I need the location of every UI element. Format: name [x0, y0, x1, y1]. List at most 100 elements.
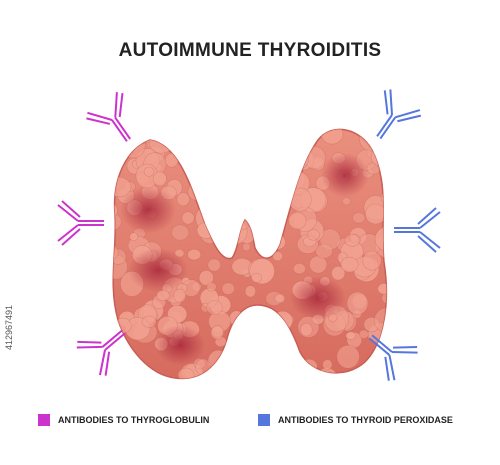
antibody-thyroglobulin-3 [76, 329, 126, 376]
follicle [362, 250, 382, 271]
follicle [233, 345, 245, 356]
follicle [242, 242, 251, 252]
legend-item-peroxidase: ANTIBODIES TO THYROID PEROXIDASE [258, 414, 453, 426]
follicle [344, 234, 361, 247]
follicle [252, 136, 270, 151]
follicle [187, 183, 206, 201]
follicle [285, 364, 296, 375]
follicle [246, 132, 262, 146]
follicle [171, 224, 190, 241]
follicle [181, 211, 195, 225]
follicle [113, 176, 132, 197]
follicle [241, 136, 256, 150]
follicle [244, 285, 256, 298]
follicle [145, 372, 156, 379]
follicle [217, 199, 238, 220]
follicle [248, 377, 257, 379]
follicle [113, 156, 122, 170]
follicle [374, 226, 387, 252]
legend-swatch-magenta [38, 414, 50, 426]
follicle [345, 331, 356, 340]
follicle [207, 258, 221, 272]
follicle [198, 270, 214, 286]
follicle [290, 144, 299, 154]
follicle [207, 145, 226, 161]
antibody-peroxidase-2 [394, 207, 441, 253]
follicle [264, 173, 275, 182]
follicle [238, 333, 251, 344]
follicle [341, 197, 351, 206]
stock-id-watermark: 412967491 [4, 304, 14, 350]
follicle [290, 359, 302, 369]
follicle [346, 291, 369, 315]
follicle [113, 212, 122, 231]
follicle [217, 149, 237, 169]
follicle [370, 147, 387, 166]
antibody-peroxidase-3 [368, 334, 418, 381]
follicle [114, 317, 132, 334]
follicle [186, 156, 198, 167]
follicle [300, 323, 313, 337]
follicle [195, 358, 211, 376]
follicle [206, 300, 223, 315]
follicle [381, 292, 387, 304]
follicle [221, 282, 235, 295]
follicle [200, 173, 216, 188]
follicle [300, 358, 318, 374]
follicle [258, 129, 273, 143]
follicle [352, 212, 366, 224]
legend-label: ANTIBODIES TO THYROGLOBULIN [58, 415, 210, 425]
follicle [340, 256, 359, 273]
follicle [173, 288, 186, 303]
follicle [320, 129, 344, 145]
follicle [194, 147, 216, 166]
follicle [141, 315, 157, 328]
follicle [272, 251, 283, 262]
follicle [301, 129, 315, 139]
follicle [206, 282, 217, 292]
follicle [203, 213, 214, 225]
diagram-title: AUTOIMMUNE THYROIDITIS [118, 40, 382, 61]
follicle [143, 166, 155, 177]
follicle [282, 144, 309, 172]
follicle [365, 203, 387, 225]
follicle [202, 181, 217, 196]
follicle [210, 325, 225, 340]
follicle [249, 372, 264, 379]
follicle [307, 229, 320, 241]
antibody-peroxidase-1 [376, 89, 422, 140]
follicle [196, 221, 216, 239]
follicle [303, 146, 326, 170]
follicle [239, 129, 258, 148]
follicle [331, 266, 346, 281]
follicle [165, 152, 179, 168]
follicle [191, 142, 202, 152]
follicle [268, 129, 289, 146]
follicle [358, 329, 369, 339]
follicle [298, 366, 319, 379]
follicle [288, 211, 307, 230]
follicle [133, 129, 146, 141]
follicle [250, 272, 262, 283]
follicle [373, 307, 387, 333]
follicle [315, 243, 334, 259]
follicle [270, 234, 286, 250]
follicle [228, 368, 241, 379]
follicle [265, 209, 286, 227]
antibody-thyroglobulin-1 [86, 92, 132, 142]
follicle [113, 203, 118, 219]
follicle [146, 129, 167, 139]
follicle [377, 283, 387, 295]
follicle [129, 232, 139, 241]
follicle [181, 129, 198, 139]
follicle [177, 367, 195, 379]
follicle [227, 129, 252, 148]
follicle [187, 248, 202, 261]
follicle [176, 192, 190, 207]
follicle [272, 310, 293, 331]
follicle [186, 164, 198, 175]
follicle [239, 351, 261, 371]
follicle [153, 171, 167, 186]
follicle [229, 129, 239, 138]
